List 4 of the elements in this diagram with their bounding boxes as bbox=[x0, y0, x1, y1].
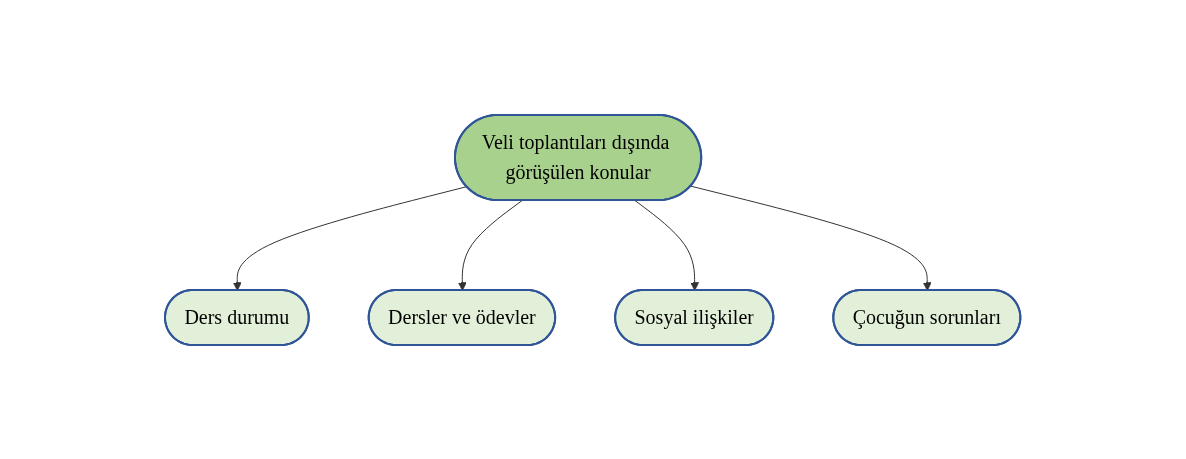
arrow bbox=[634, 199, 700, 291]
arrow bbox=[458, 199, 523, 291]
arrow bbox=[233, 185, 468, 291]
arrow bbox=[690, 185, 932, 291]
